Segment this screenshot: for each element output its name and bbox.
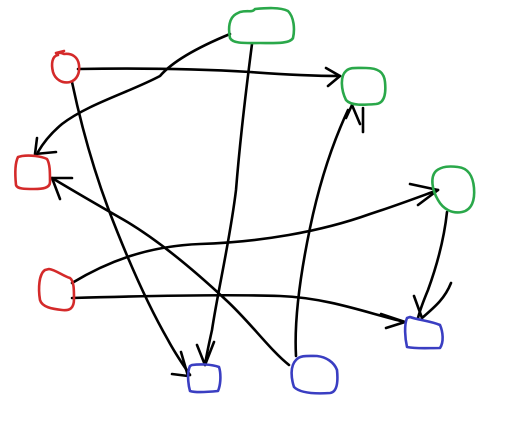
arrowhead-icon: [344, 103, 365, 134]
edge-line: [294, 108, 350, 358]
edge-green-top-to-red-middle: [33, 32, 232, 156]
node-blue-middle: [290, 354, 339, 395]
arrowhead-icon: [170, 350, 190, 378]
edge-blue-middle-to-green-middle: [294, 103, 365, 358]
arrowhead-icon: [408, 182, 440, 207]
edge-red-top-to-blue-left: [70, 80, 192, 378]
arrowhead-icon: [195, 340, 216, 367]
edge-line: [50, 176, 291, 367]
node-green-right: [431, 165, 476, 214]
edge-red-top-to-green-middle: [76, 66, 342, 88]
edge-line: [416, 210, 449, 320]
edge-line: [70, 188, 440, 285]
edge-line: [76, 67, 342, 78]
arrowhead-icon: [412, 281, 453, 320]
node-red-middle: [14, 154, 52, 191]
edge-red-bottom-to-green-right: [70, 182, 440, 285]
node-red-top: [50, 49, 81, 84]
arrowhead-icon: [33, 136, 58, 156]
node-green-top: [227, 6, 296, 45]
node-red-bottom: [37, 267, 76, 312]
nodes-layer: [14, 6, 476, 395]
edge-line: [36, 32, 232, 154]
node-green-middle: [340, 66, 387, 107]
edge-line: [203, 42, 254, 367]
edges-layer: [33, 32, 453, 378]
arrowhead-icon: [324, 66, 342, 88]
node-blue-left: [186, 363, 222, 394]
arrowhead-icon: [379, 312, 407, 330]
edge-blue-middle-to-red-middle: [50, 176, 291, 367]
edge-line: [70, 293, 407, 324]
edge-line: [70, 80, 192, 377]
edge-green-right-to-blue-right: [412, 210, 453, 320]
arrowhead-icon: [50, 176, 74, 201]
node-blue-right: [403, 315, 444, 350]
